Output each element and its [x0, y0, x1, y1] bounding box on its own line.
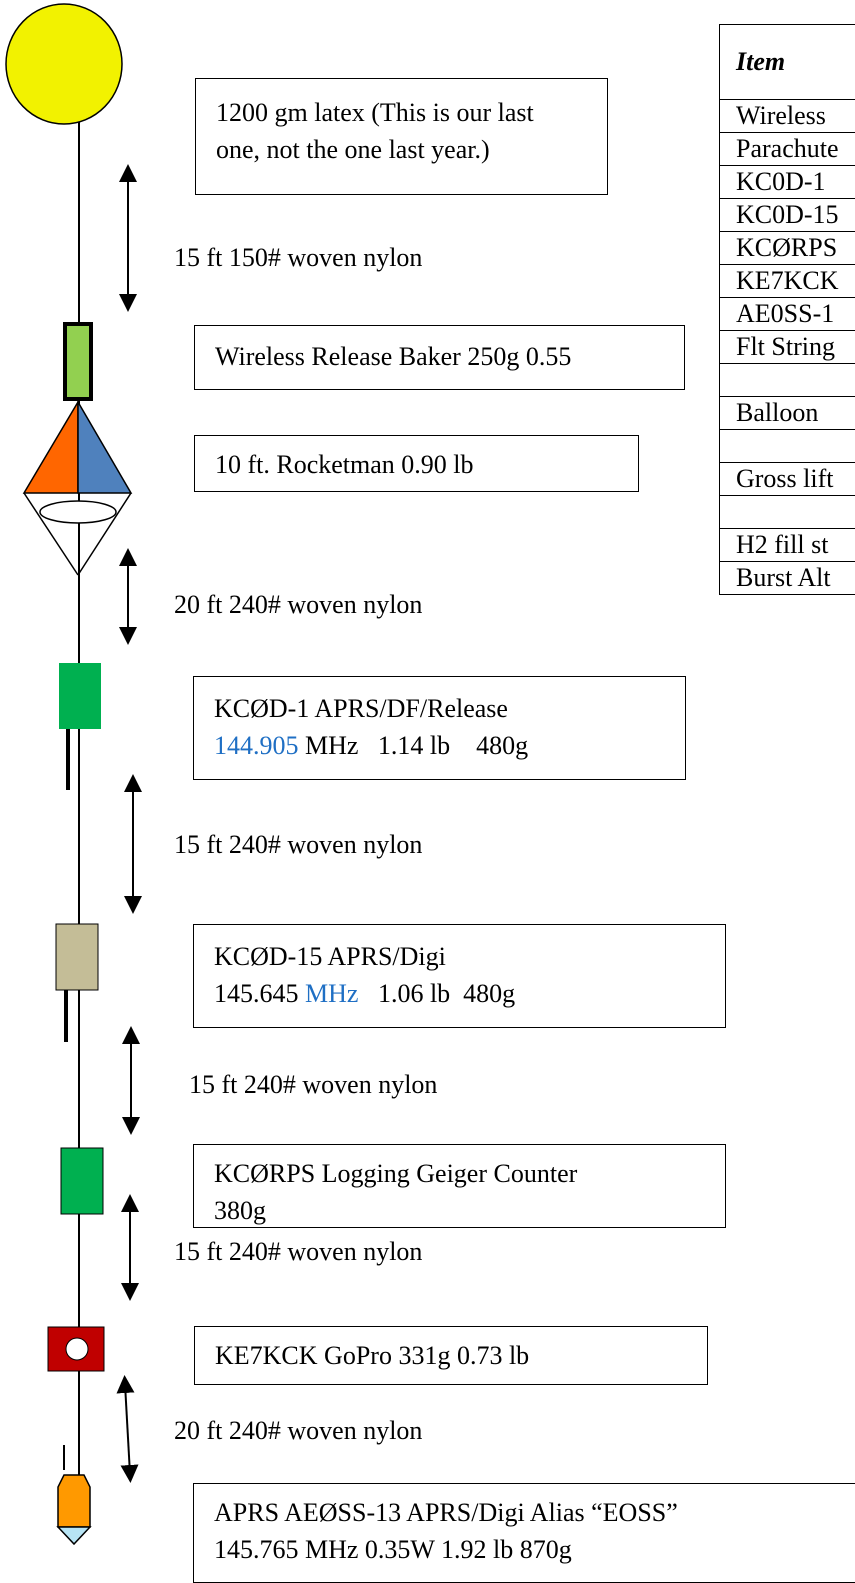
- table-cell-item: Wireless: [720, 100, 855, 133]
- table-row: [720, 496, 855, 529]
- kc0d15-frequency: 145.645: [214, 979, 305, 1008]
- table-row: Flt String: [720, 331, 855, 364]
- table-row: KE7KCK: [720, 265, 855, 298]
- table-row: [720, 364, 855, 397]
- parachute-description-text: 10 ft. Rocketman 0.90 lb: [215, 446, 638, 483]
- kc0d15-digi-icon: [56, 924, 98, 990]
- kc0d1-frequency: 144.905: [214, 731, 299, 760]
- release-description-text: Wireless Release Baker 250g 0.55: [215, 338, 684, 375]
- line-label-6: 20 ft 240# woven nylon: [174, 1416, 422, 1446]
- geiger-counter-icon: [61, 1148, 103, 1214]
- kc0d1-tracker-icon: [59, 663, 101, 729]
- balloon-description-line-1: 1200 gm latex (This is our last: [216, 94, 607, 131]
- aprs-description: APRS AEØSS-13 APRS/Digi Alias “EOSS” 145…: [193, 1483, 855, 1583]
- parachute-description: 10 ft. Rocketman 0.90 lb: [194, 435, 639, 492]
- kc0d15-description-line-1: KCØD-15 APRS/Digi: [214, 938, 725, 975]
- aprs-description-line-1: APRS AEØSS-13 APRS/Digi Alias “EOSS”: [214, 1494, 855, 1531]
- kc0d15-description-line-2: 145.645 MHz 1.06 lb 480g: [214, 975, 725, 1012]
- table-cell-item: H2 fill st: [720, 529, 855, 562]
- kc0d1-description-line-1: KCØD-1 APRS/DF/Release: [214, 690, 685, 727]
- table-row: KC0D-1: [720, 166, 855, 199]
- table-cell-item: KCØRPS: [720, 232, 855, 265]
- line-label-1: 15 ft 150# woven nylon: [174, 243, 422, 273]
- table-row: Wireless: [720, 100, 855, 133]
- balloon-icon: [6, 4, 122, 124]
- table-cell-item: [720, 364, 855, 397]
- table-header-item: Item: [720, 25, 855, 100]
- table-row: Parachute: [720, 133, 855, 166]
- table-row: [720, 430, 855, 463]
- line-label-4: 15 ft 240# woven nylon: [189, 1070, 437, 1100]
- table-row: Gross lift: [720, 463, 855, 496]
- geiger-counter-description-line-2: 380g: [214, 1192, 725, 1228]
- table-cell-item: KE7KCK: [720, 265, 855, 298]
- table-row: Burst Alt: [720, 562, 855, 595]
- table-cell-item: KC0D-15: [720, 199, 855, 232]
- table-cell-item: Parachute: [720, 133, 855, 166]
- table-row: H2 fill st: [720, 529, 855, 562]
- gopro-description-text: KE7KCK GoPro 331g 0.73 lb: [215, 1337, 707, 1374]
- table-cell-item: AE0SS-1: [720, 298, 855, 331]
- gopro-description: KE7KCK GoPro 331g 0.73 lb: [194, 1326, 708, 1385]
- kc0d15-specs: 1.06 lb 480g: [358, 979, 515, 1008]
- line-label-3: 15 ft 240# woven nylon: [174, 830, 422, 860]
- balloon-description: 1200 gm latex (This is our last one, not…: [195, 78, 608, 195]
- geiger-counter-description-line-1: KCØRPS Logging Geiger Counter: [214, 1155, 725, 1192]
- kc0d15-frequency-unit: MHz: [305, 979, 358, 1008]
- table-cell-item: Gross lift: [720, 463, 855, 496]
- table-row: Balloon: [720, 397, 855, 430]
- table-cell-item: Burst Alt: [720, 562, 855, 595]
- table-row: KC0D-15: [720, 199, 855, 232]
- release-description: Wireless Release Baker 250g 0.55: [194, 325, 685, 390]
- table-cell-item: [720, 496, 855, 529]
- kc0d1-description: KCØD-1 APRS/DF/Release 144.905 MHz 1.14 …: [193, 676, 686, 780]
- table-cell-item: Flt String: [720, 331, 855, 364]
- table-row: KCØRPS: [720, 232, 855, 265]
- balloon-description-line-2: one, not the one last year.): [216, 131, 607, 168]
- table-row: AE0SS-1: [720, 298, 855, 331]
- table-cell-item: [720, 430, 855, 463]
- kc0d1-specs: MHz 1.14 lb 480g: [299, 731, 529, 760]
- line-label-2: 20 ft 240# woven nylon: [174, 590, 422, 620]
- kc0d1-description-line-2: 144.905 MHz 1.14 lb 480g: [214, 727, 685, 764]
- gopro-camera-icon: [48, 1327, 104, 1371]
- geiger-counter-description: KCØRPS Logging Geiger Counter 380g: [193, 1144, 726, 1228]
- kc0d15-description: KCØD-15 APRS/Digi 145.645 MHz 1.06 lb 48…: [193, 924, 726, 1028]
- aprs-capsule-icon: [58, 1445, 90, 1544]
- line-label-5: 15 ft 240# woven nylon: [174, 1237, 422, 1267]
- table-cell-item: KC0D-1: [720, 166, 855, 199]
- parachute-icon: [24, 402, 131, 575]
- line-length-arrows: [125, 173, 133, 1474]
- wireless-release-icon: [65, 324, 91, 399]
- table-cell-item: Balloon: [720, 397, 855, 430]
- aprs-description-line-2: 145.765 MHz 0.35W 1.92 lb 870g: [214, 1531, 855, 1568]
